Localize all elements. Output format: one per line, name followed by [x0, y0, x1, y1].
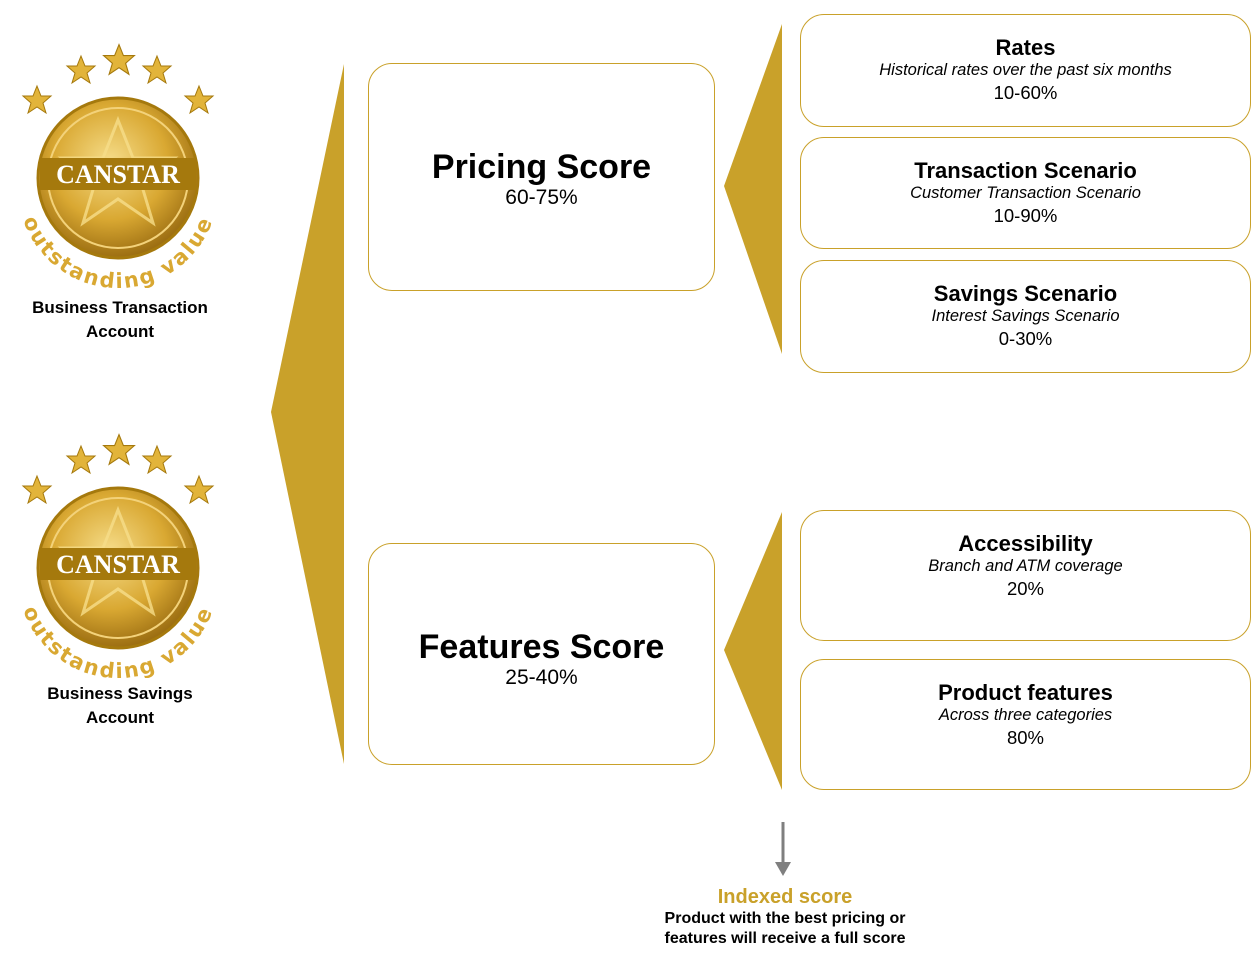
- transaction-scenario-desc: Customer Transaction Scenario: [910, 184, 1141, 202]
- svg-text:CANSTAR: CANSTAR: [56, 160, 180, 189]
- rates-desc: Historical rates over the past six month…: [879, 61, 1172, 79]
- canstar-badge-transaction: CANSTAR outstanding value: [0, 38, 240, 293]
- indexed-score-note: Indexed score Product with the best pric…: [600, 885, 970, 949]
- accessibility-pct: 20%: [1006, 578, 1045, 599]
- canstar-star-logo-icon: CANSTAR outstanding value: [18, 433, 216, 683]
- features-score-pct: 25-40%: [505, 666, 578, 689]
- badge-label-line2: Account: [86, 708, 154, 727]
- rates-box: Rates Historical rates over the past six…: [800, 14, 1251, 127]
- accessibility-title: Accessibility: [958, 531, 1093, 556]
- svg-text:CANSTAR: CANSTAR: [56, 550, 180, 579]
- badge-label-transaction: Business Transaction Account: [0, 296, 240, 344]
- canstar-star-logo-icon: CANSTAR outstanding value: [18, 43, 216, 293]
- accessibility-desc: Branch and ATM coverage: [928, 557, 1123, 575]
- main-connector-triangle: [271, 64, 344, 764]
- indexed-score-desc-line1: Product with the best pricing or: [664, 910, 906, 927]
- badge-label-line1: Business Savings: [47, 684, 193, 703]
- features-score-box: Features Score 25-40%: [368, 543, 715, 765]
- pricing-score-title: Pricing Score: [431, 148, 652, 186]
- rates-title: Rates: [995, 35, 1056, 60]
- product-features-desc: Across three categories: [938, 706, 1113, 724]
- product-features-box: Product features Across three categories…: [800, 659, 1251, 790]
- badge-label-line2: Account: [86, 322, 154, 341]
- canstar-badge-savings: CANSTAR outstanding value: [0, 428, 240, 683]
- pricing-connector-triangle: [724, 24, 782, 354]
- transaction-scenario-title: Transaction Scenario: [914, 158, 1137, 183]
- features-score-title: Features Score: [418, 628, 665, 666]
- savings-scenario-box: Savings Scenario Interest Savings Scenar…: [800, 260, 1251, 373]
- pricing-score-box: Pricing Score 60-75%: [368, 63, 715, 291]
- savings-scenario-title: Savings Scenario: [933, 281, 1118, 306]
- badge-label-savings: Business Savings Account: [0, 682, 240, 730]
- badge-label-line1: Business Transaction: [32, 298, 208, 317]
- transaction-scenario-pct: 10-90%: [993, 205, 1058, 226]
- savings-scenario-pct: 0-30%: [998, 328, 1053, 349]
- indexed-score-title: Indexed score: [717, 886, 853, 908]
- pricing-score-pct: 60-75%: [505, 186, 578, 209]
- accessibility-box: Accessibility Branch and ATM coverage 20…: [800, 510, 1251, 641]
- down-arrow-icon: [775, 822, 791, 876]
- rates-pct: 10-60%: [993, 82, 1058, 103]
- transaction-scenario-box: Transaction Scenario Customer Transactio…: [800, 137, 1251, 249]
- product-features-title: Product features: [938, 680, 1113, 705]
- savings-scenario-desc: Interest Savings Scenario: [931, 307, 1120, 325]
- product-features-pct: 80%: [1006, 727, 1045, 748]
- features-connector-triangle: [724, 512, 782, 790]
- indexed-score-desc-line2: features will receive a full score: [664, 930, 906, 947]
